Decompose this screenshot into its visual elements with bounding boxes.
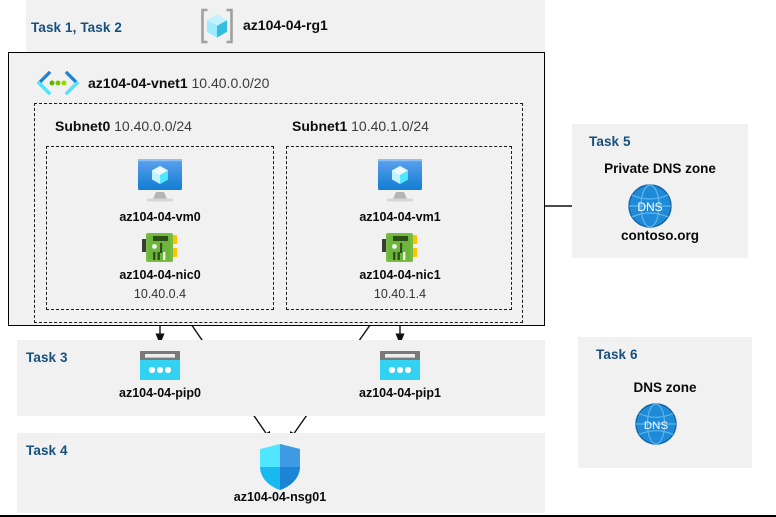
task-label-6: Task 6: [596, 347, 638, 362]
public-ip-address-icon: [140, 351, 180, 380]
vnet-boundary: [34, 103, 523, 323]
task-label-3: Task 3: [26, 350, 68, 365]
network-interface-icon: [382, 233, 417, 262]
virtual-network-icon: [36, 71, 80, 95]
pip0-label: az104-04-pip0: [119, 386, 201, 400]
nic1-private-ip: 10.40.1.4: [373, 287, 427, 301]
virtual-machine-icon: [138, 159, 182, 202]
vm1-label: az104-04-vm1: [359, 210, 441, 224]
vnet-title: az104-04-vnet1 10.40.0.0/20: [88, 75, 270, 91]
resource-group-body-panel: [8, 52, 545, 326]
subnet1-title: Subnet1 10.40.1.0/24: [292, 118, 429, 134]
dns-zone-icon: DNS: [628, 184, 672, 228]
network-interface-icon: [142, 233, 177, 262]
resource-group-icon: [201, 8, 233, 44]
svg-text:DNS: DNS: [644, 420, 669, 432]
subnet1-boundary: [286, 146, 512, 310]
public-ip-address-icon: [380, 351, 420, 380]
task-label-5: Task 5: [589, 134, 631, 149]
vm0-label: az104-04-vm0: [119, 210, 201, 224]
subnet0-boundary: [46, 146, 274, 310]
task-label-4: Task 4: [26, 443, 68, 458]
task6-panel: [578, 337, 752, 468]
pip1-label: az104-04-pip1: [359, 386, 441, 400]
resource-group-name: az104-04-rg1: [243, 17, 328, 33]
task3-panel: [17, 340, 545, 416]
subnet0-title: Subnet0 10.40.0.0/24: [55, 118, 192, 134]
resource-group-header-panel: [26, 0, 545, 52]
svg-text:DNS: DNS: [637, 200, 662, 214]
virtual-machine-icon: [378, 159, 422, 202]
dns-zone-icon: DNS: [635, 403, 677, 445]
private-dns-zone-name: contoso.org: [621, 228, 699, 243]
nic1-label: az104-04-nic1: [359, 268, 441, 282]
nic0-private-ip: 10.40.0.4: [133, 287, 187, 301]
nsg-label: az104-04-nsg01: [233, 490, 327, 504]
nic0-label: az104-04-nic0: [119, 268, 201, 282]
task-label-1-2: Task 1, Task 2: [31, 20, 122, 35]
page-bottom-rule: [0, 515, 776, 517]
private-dns-zone-title: Private DNS zone: [604, 161, 716, 176]
dns-zone-title: DNS zone: [633, 380, 697, 395]
network-security-group-icon: [260, 444, 300, 490]
